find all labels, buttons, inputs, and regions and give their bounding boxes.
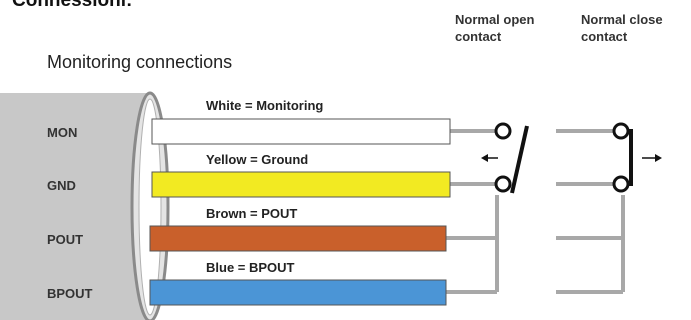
no-arrow-head [481, 154, 488, 162]
no-terminal-bottom [494, 175, 512, 193]
wire-label-white: White = Monitoring [206, 98, 324, 113]
cable-jacket [0, 93, 167, 320]
no-switch-blade [510, 125, 529, 194]
normal-open-title-line1: Normal open [455, 12, 535, 27]
nc-terminal-bottom [612, 175, 630, 193]
section-title: Monitoring connections [47, 52, 233, 72]
pin-label-pout: POUT [47, 232, 84, 247]
nc-arrow-head [655, 154, 662, 162]
normal-close-title-line2: contact [581, 29, 628, 44]
pin-label-gnd: GND [47, 178, 76, 193]
page-heading: Connessioni: [12, 0, 133, 11]
pin-label-mon: MON [47, 125, 78, 140]
nc-terminal-top [612, 122, 630, 140]
normal-open-switch [481, 122, 529, 194]
wire-label-brown: Brown = POUT [206, 206, 298, 221]
normal-open-title-line2: contact [455, 29, 502, 44]
wire-label-blue: Blue = BPOUT [206, 260, 295, 275]
normal-close-contact-title: Normal close contact [581, 11, 663, 45]
wire-brown [149, 225, 447, 252]
pin-label-bpout: BPOUT [47, 286, 93, 301]
normal-close-switch [612, 122, 662, 193]
cable-end-inner [138, 98, 162, 316]
normal-close-title-line1: Normal close [581, 12, 663, 27]
no-terminal-top [494, 122, 512, 140]
wire-white [151, 118, 451, 145]
wire-blue [149, 279, 447, 306]
normal-open-contact-title: Normal open contact [455, 11, 534, 45]
connector-lines [445, 129, 625, 294]
wire-label-yellow: Yellow = Ground [206, 152, 309, 167]
wire-yellow [151, 171, 451, 198]
